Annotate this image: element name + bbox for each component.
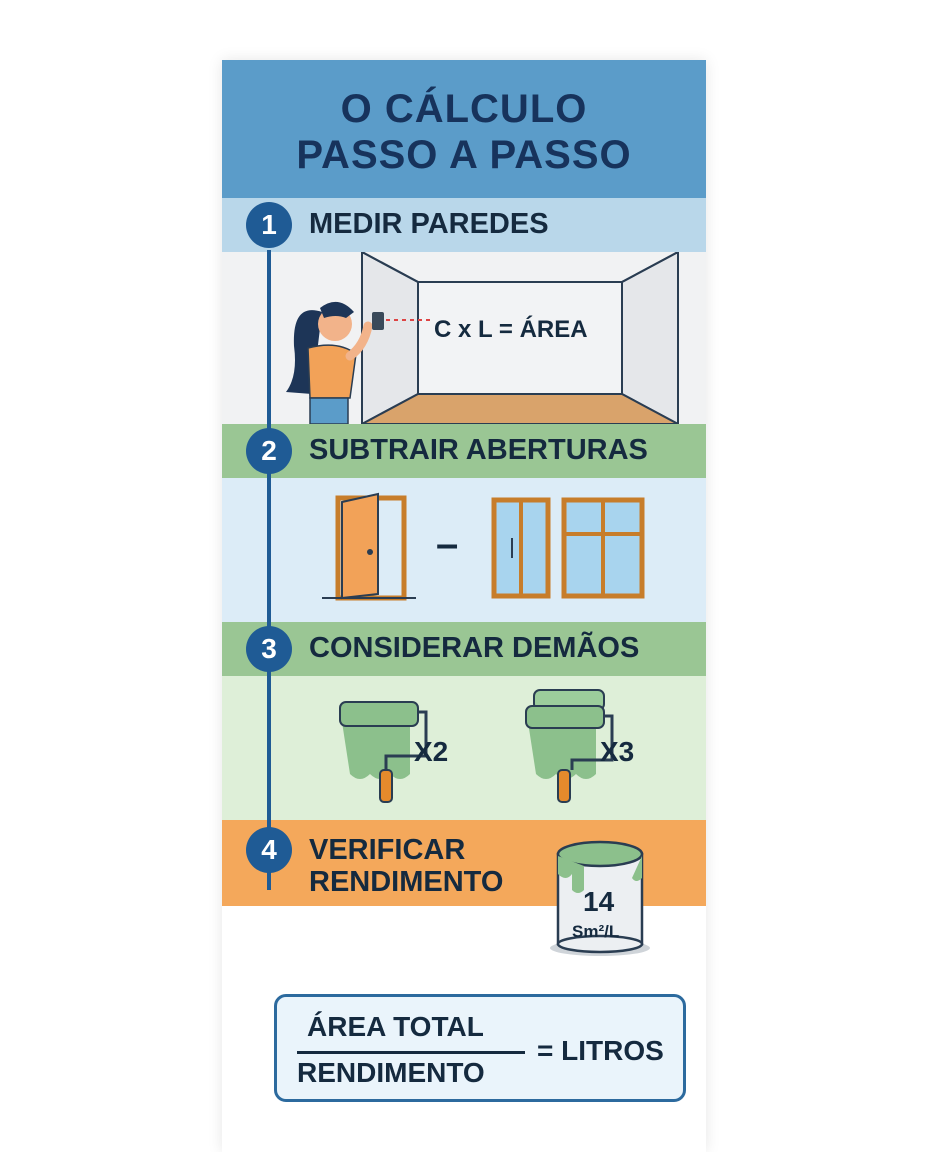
step-4-badge: 4 <box>246 827 292 873</box>
area-formula-text: C x L = ÁREA <box>434 316 588 343</box>
formula-denominator: RENDIMENTO <box>297 1057 485 1088</box>
timeline-line <box>267 250 271 890</box>
formula-box: ÁREA TOTAL RENDIMENTO = LITROS <box>274 994 686 1102</box>
openings-illustration <box>322 492 645 601</box>
step-2-label: SUBTRAIR ABERTURAS <box>309 434 648 466</box>
minus-operator: – <box>436 522 459 566</box>
multiplier-x2: X2 <box>414 736 449 767</box>
step-4-label-line-2: RENDIMENTO <box>309 866 504 898</box>
step-4-label-line-1: VERIFICAR <box>309 834 466 866</box>
header: O CÁLCULO PASSO A PASSO <box>222 60 706 198</box>
step-1-bar: MEDIR PAREDES <box>222 198 706 252</box>
step-3-label: CONSIDERAR DEMÃOS <box>309 632 640 664</box>
paint-can-icon <box>550 840 650 956</box>
infographic-card: O CÁLCULO PASSO A PASSO MEDIR PAREDES <box>222 60 706 1152</box>
step-3-bar: CONSIDERAR DEMÃOS <box>222 622 706 676</box>
step-1-label: MEDIR PAREDES <box>309 208 549 240</box>
step-2-badge: 2 <box>246 428 292 474</box>
multiplier-x3: X3 <box>600 736 635 767</box>
fraction-bar <box>297 1051 525 1054</box>
rollers-illustration <box>339 689 614 803</box>
window-double-icon <box>561 497 645 599</box>
window-single-icon <box>491 497 551 599</box>
step-1-badge: 1 <box>246 202 292 248</box>
can-yield-value: 14 <box>583 886 615 917</box>
step-3-panel: X2 X3 <box>222 676 706 820</box>
paint-roller-icon <box>339 701 428 803</box>
step-3-badge: 3 <box>246 626 292 672</box>
formula-result: = LITROS <box>537 1035 664 1066</box>
title-line-2: PASSO A PASSO <box>296 133 632 177</box>
woman-measuring-icon <box>286 301 384 425</box>
paint-roller-double-icon <box>525 689 614 803</box>
title-line-1: O CÁLCULO <box>340 87 588 131</box>
step-1-panel: C x L = ÁREA <box>222 250 706 426</box>
room-illustration <box>286 250 679 426</box>
formula-numerator: ÁREA TOTAL <box>307 1011 484 1042</box>
door-icon <box>322 492 416 601</box>
step-2-bar: SUBTRAIR ABERTURAS <box>222 424 706 478</box>
step-2-panel: – <box>222 478 706 622</box>
can-yield-unit: Sm²/L <box>572 922 620 941</box>
